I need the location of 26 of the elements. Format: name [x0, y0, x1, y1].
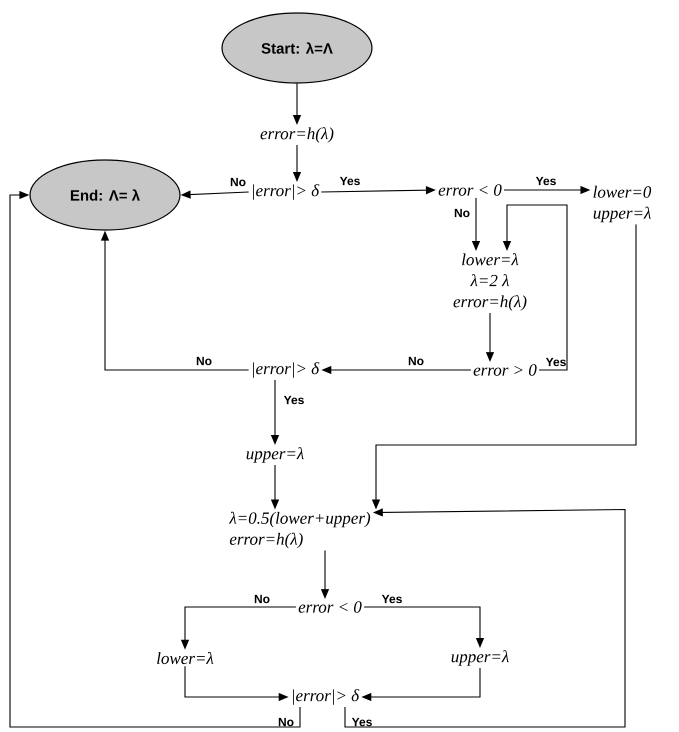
edge-label: No — [278, 718, 294, 726]
arrow — [9, 190, 301, 728]
expression-text: λ=0.5(lower+upper) error=h(λ) — [228, 512, 370, 548]
expression-text: |error|> δ — [253, 362, 320, 378]
edge-label: Yes — [546, 358, 566, 366]
expression-text: lower=λ — [157, 652, 214, 664]
edge-label: No — [454, 208, 470, 218]
expression-text: error=h(λ) — [260, 127, 334, 143]
edge-label: Yes — [382, 594, 402, 604]
expression-text: upper=λ — [452, 650, 509, 666]
expression-text: error < 0 — [438, 184, 502, 196]
edge-label: No — [230, 178, 246, 186]
edge-label: No — [408, 356, 424, 366]
edge-label: No — [196, 356, 212, 366]
edge-label: Yes — [340, 176, 360, 186]
expression-text: error < 0 — [298, 601, 362, 613]
edge-label: Yes — [536, 176, 556, 186]
expression-text: error > 0 — [474, 364, 537, 376]
edge-label: Yes — [352, 718, 372, 726]
edge-label: Yes — [284, 396, 304, 404]
expression-text: upper=λ — [246, 447, 304, 463]
expression-text: lower=λ λ=2 λ error=h(λ) — [454, 253, 526, 311]
expression-text: |error|> δ — [253, 184, 320, 200]
edge-label: No — [254, 594, 270, 604]
expression-text: |error|> δ — [293, 689, 360, 705]
expression-text: lower=0 upper=λ — [594, 186, 652, 222]
